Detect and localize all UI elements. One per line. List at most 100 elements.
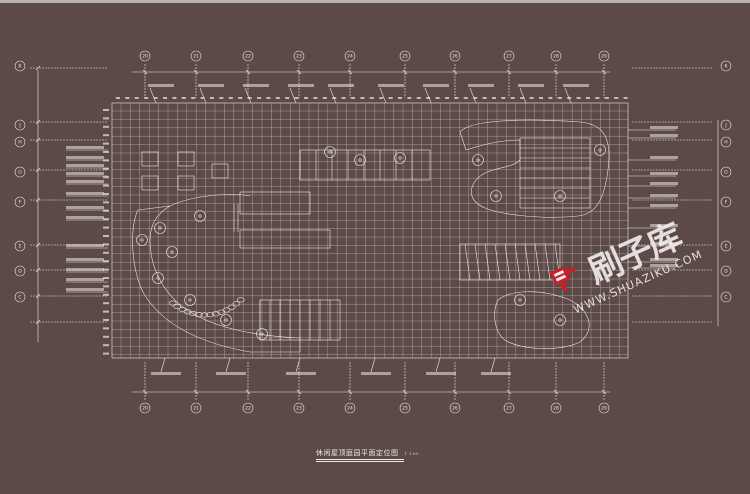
planter-box	[177, 175, 195, 191]
left-bed-edge	[169, 194, 251, 207]
axis-label-col: 23	[296, 54, 302, 60]
tree-canopy	[354, 154, 366, 166]
axis-bubble-col	[449, 402, 461, 414]
axis-label-row: K	[725, 64, 729, 70]
axis-label-col: 24	[347, 406, 353, 412]
axis-bubble-col	[242, 402, 254, 414]
axis-bubble-row	[14, 240, 26, 252]
stepping-stone	[227, 304, 236, 310]
tree-canopy	[554, 190, 566, 202]
tree-canopy	[554, 314, 566, 326]
axis-label-col: 24	[347, 54, 353, 60]
stepping-stone	[237, 297, 245, 303]
axis-label-row: D	[724, 269, 728, 275]
axis-label-row: F	[725, 200, 728, 206]
pergola-area	[459, 243, 561, 281]
tree-canopy	[220, 314, 232, 326]
axis-bubble-col	[503, 402, 515, 414]
paved-terrace	[519, 137, 591, 209]
plan-outline	[111, 102, 629, 359]
axis-bubble-row	[14, 60, 26, 72]
upper-walkway	[299, 149, 431, 181]
tree-canopy	[166, 246, 178, 258]
axis-bubble-col	[139, 402, 151, 414]
axis-label-row: K	[19, 64, 23, 70]
axis-bubble-row	[720, 136, 732, 148]
axis-bubble-row	[720, 240, 732, 252]
axis-label-row: G	[724, 170, 728, 176]
paving-patch	[259, 299, 341, 341]
axis-label-col: 28	[553, 406, 559, 412]
axis-bubble-col	[190, 402, 202, 414]
stepping-stone	[200, 312, 209, 318]
axis-bubble-row	[14, 196, 26, 208]
planter-box	[211, 163, 229, 179]
axis-label-row: C	[18, 295, 21, 301]
right-planting-bed	[459, 119, 610, 218]
tree-canopy	[594, 144, 606, 156]
axis-bubble-col	[399, 50, 411, 62]
axis-bubble-row	[14, 136, 26, 148]
caption-scale: 1:100	[404, 451, 419, 456]
stepping-stone	[168, 300, 177, 306]
axis-label-col: 21	[193, 54, 199, 60]
axis-label-col: 27	[506, 406, 512, 412]
axis-label-row: G	[18, 170, 22, 176]
stepping-stone	[222, 307, 231, 313]
axis-label-col: 22	[245, 54, 251, 60]
axis-bubble-col	[293, 402, 305, 414]
tree-canopy	[472, 154, 484, 166]
axis-label-col: 21	[193, 406, 199, 412]
axis-bubble-col	[399, 402, 411, 414]
tree-canopy	[514, 294, 526, 306]
axis-bubble-row	[720, 196, 732, 208]
tree-canopy	[194, 210, 206, 222]
central-deck	[239, 191, 311, 215]
axis-bubble-col	[503, 50, 515, 62]
axis-bubble-row	[14, 265, 26, 277]
axis-label-col: 25	[402, 406, 408, 412]
axis-bubble-col	[242, 50, 254, 62]
tree-canopy	[394, 152, 406, 164]
axis-label-col: 22	[245, 406, 251, 412]
axis-bubble-col	[344, 50, 356, 62]
stepping-stone	[178, 306, 187, 312]
axis-bubble-col	[190, 50, 202, 62]
axis-bubble-row	[720, 265, 732, 277]
axis-label-row: E	[19, 244, 22, 250]
top-border	[0, 0, 750, 3]
axis-bubble-row	[720, 119, 732, 131]
planter-box	[141, 175, 159, 191]
axis-label-row: J	[18, 123, 20, 129]
lower-right-planting	[494, 291, 590, 349]
stepping-stone	[206, 312, 214, 318]
axis-bubble-col	[598, 50, 610, 62]
axis-label-row: C	[724, 295, 727, 301]
axis-label-row: F	[19, 200, 22, 206]
axis-label-row: H	[18, 140, 21, 146]
axis-bubble-col	[344, 402, 356, 414]
axis-label-col: 29	[601, 54, 607, 60]
watermark: 刷子库 WWW.SHUAZIKU.COM	[543, 196, 747, 375]
tree-canopy	[154, 222, 166, 234]
axis-label-col: 26	[452, 54, 458, 60]
brush-logo-icon	[549, 266, 576, 292]
planter-box	[141, 151, 159, 167]
axis-bubble-row	[720, 60, 732, 72]
axis-label-row: D	[18, 269, 22, 275]
caption-title: 休闲屋顶庭园平面定位图	[316, 449, 399, 457]
axis-bubble-col	[449, 50, 461, 62]
axis-label-col: 28	[553, 54, 559, 60]
planter-box	[177, 151, 195, 167]
stepping-stone	[194, 312, 203, 318]
tree-canopy	[490, 190, 502, 202]
axis-bubble-row	[14, 166, 26, 178]
axis-label-row: H	[724, 140, 727, 146]
axis-bubble-col	[550, 50, 562, 62]
drawing-caption: 休闲屋顶庭园平面定位图 1:100	[316, 448, 419, 462]
axis-bubble-row	[14, 291, 26, 303]
axis-bubble-col	[293, 50, 305, 62]
central-bench	[239, 229, 331, 249]
